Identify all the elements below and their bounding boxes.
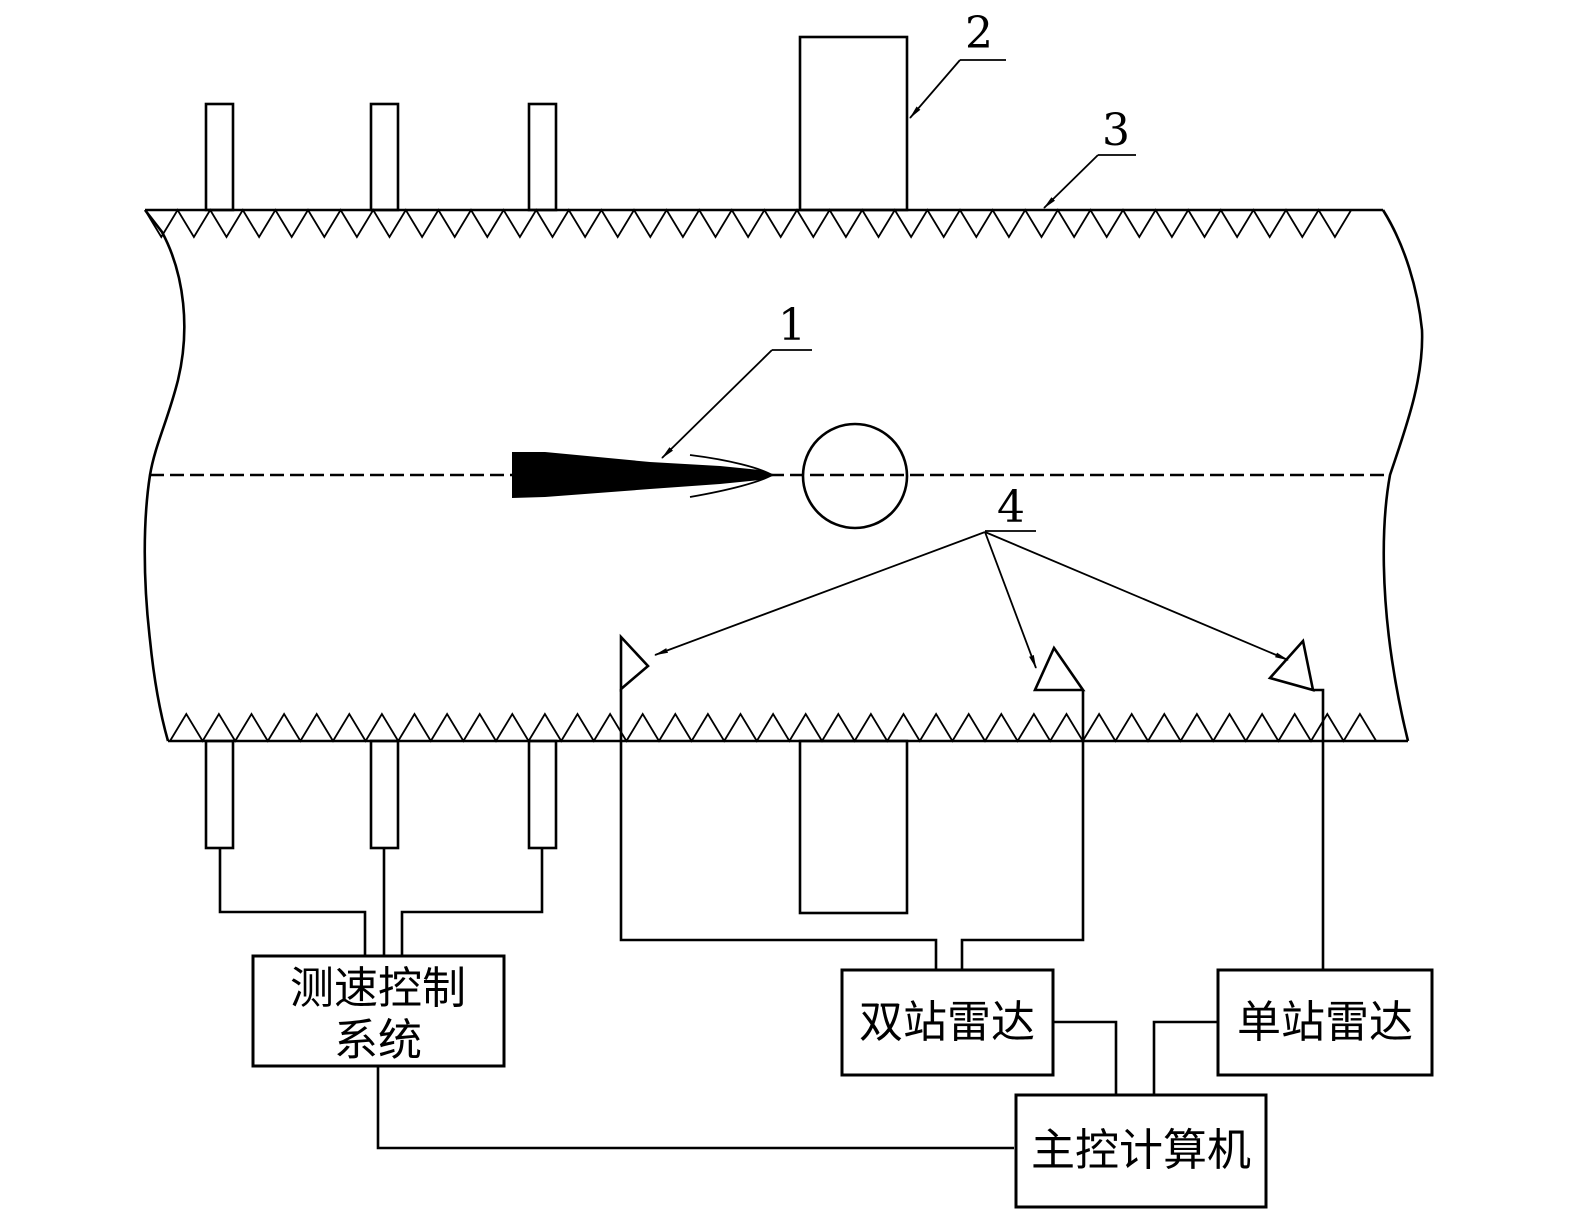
top-sensor-1 bbox=[204, 102, 235, 212]
wire-bistatic-to-computer bbox=[1053, 1020, 1118, 1094]
callout-2-number: 2 bbox=[965, 8, 993, 59]
callout-2: 2 bbox=[909, 8, 1006, 119]
antenna-middle-icon bbox=[1032, 645, 1086, 692]
wire-monostatic-to-computer bbox=[1152, 1020, 1218, 1094]
bottom-sensors bbox=[204, 739, 558, 850]
bottom-sensor-3 bbox=[527, 739, 558, 850]
projectile-shockwave bbox=[689, 454, 774, 498]
projectile bbox=[512, 452, 776, 498]
callout-1-number: 1 bbox=[778, 300, 806, 351]
callout-4-leader-left bbox=[654, 531, 986, 656]
wire-antenna-right bbox=[1313, 688, 1325, 970]
bistatic-radar-block: 双站雷达 bbox=[840, 968, 1055, 1077]
bottom-zigzag-path bbox=[169, 712, 1377, 743]
callout-4: 4 bbox=[654, 482, 1289, 669]
callout-3: 3 bbox=[1043, 105, 1136, 209]
callout-2-leader bbox=[909, 59, 961, 119]
target-mount-box bbox=[798, 35, 909, 212]
top-sensor-3 bbox=[527, 102, 558, 212]
main-computer-label: 主控计算机 bbox=[1031, 1125, 1251, 1176]
callout-1-leader bbox=[661, 349, 773, 459]
speed-sensor-wiring bbox=[218, 848, 544, 955]
wire-antenna-middle bbox=[960, 690, 1085, 970]
wire-sensor-1 bbox=[218, 848, 367, 955]
top-sensor-2 bbox=[369, 102, 400, 212]
top-sensors bbox=[204, 102, 558, 212]
callout-3-leader bbox=[1043, 154, 1099, 209]
antenna-wiring bbox=[619, 688, 1325, 970]
bistatic-radar-label: 双站雷达 bbox=[859, 997, 1035, 1048]
callout-4-leader-middle bbox=[984, 531, 1037, 669]
callout-1: 1 bbox=[661, 300, 812, 459]
bottom-sensor-1 bbox=[204, 739, 235, 850]
main-computer-block: 主控计算机 bbox=[1014, 1093, 1268, 1209]
tube-right-break-edge bbox=[1381, 209, 1424, 742]
bistatic-radar-box bbox=[840, 968, 1055, 1077]
bottom-sensor-2 bbox=[369, 739, 400, 850]
tube bbox=[143, 208, 1424, 743]
callout-3-number: 3 bbox=[1102, 105, 1130, 156]
main-computer-box bbox=[1014, 1093, 1268, 1209]
antenna-right-icon bbox=[1267, 638, 1315, 692]
computer-wiring bbox=[376, 1020, 1218, 1150]
monostatic-radar-box bbox=[1216, 968, 1434, 1077]
target-sphere bbox=[801, 422, 909, 530]
speed-control-label-line1: 测速控制 bbox=[290, 963, 466, 1014]
bottom-absorber-zigzag bbox=[169, 712, 1377, 743]
antenna-left-icon bbox=[619, 633, 650, 692]
bottom-mount-box bbox=[798, 739, 909, 915]
wire-antenna-left bbox=[619, 689, 938, 970]
wire-sensor-3 bbox=[400, 848, 544, 955]
radar-antennas bbox=[619, 633, 1315, 692]
top-zigzag-path bbox=[144, 208, 1352, 239]
speed-control-box bbox=[251, 954, 506, 1068]
speed-control-system-block: 测速控制 系统 bbox=[251, 954, 506, 1068]
top-absorber-zigzag bbox=[144, 208, 1352, 239]
monostatic-radar-block: 单站雷达 bbox=[1216, 968, 1434, 1077]
projectile-body bbox=[512, 452, 776, 498]
speed-control-label-line2: 系统 bbox=[334, 1015, 422, 1066]
callout-4-leader-right bbox=[984, 531, 1289, 661]
monostatic-radar-label: 单站雷达 bbox=[1237, 997, 1413, 1048]
callout-4-number: 4 bbox=[997, 482, 1025, 533]
wire-speed-control-to-computer bbox=[376, 1066, 1014, 1150]
